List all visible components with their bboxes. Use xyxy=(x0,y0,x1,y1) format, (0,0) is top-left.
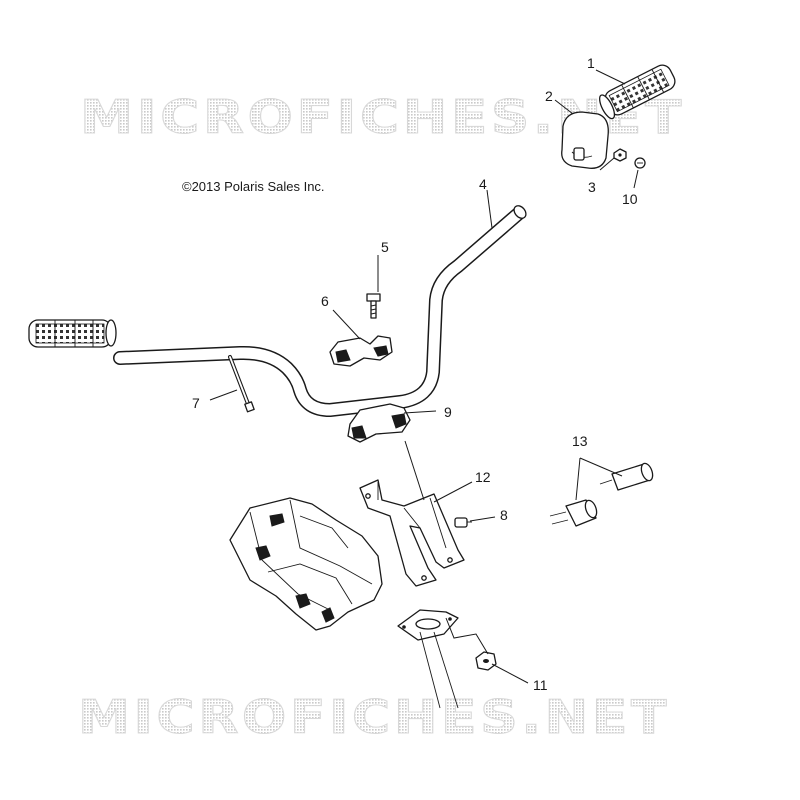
screw-small-icon xyxy=(634,157,646,169)
callout-11: 11 xyxy=(533,677,548,693)
callout-2: 2 xyxy=(545,88,553,104)
callout-3: 3 xyxy=(588,179,596,195)
bolt-icon xyxy=(366,293,381,319)
grip-right-icon xyxy=(598,64,676,120)
column-plate-icon xyxy=(397,609,459,709)
callout-8: 8 xyxy=(500,507,508,523)
bracket-icon xyxy=(359,479,465,587)
screw-icon xyxy=(454,517,472,528)
copyright-text: ©2013 Polaris Sales Inc. xyxy=(182,179,325,194)
callout-4: 4 xyxy=(479,176,487,192)
callout-12: 12 xyxy=(475,469,491,485)
throttle-housing-icon xyxy=(561,111,609,169)
handlebar-icon xyxy=(113,205,527,417)
clamp-upper-icon xyxy=(329,335,393,367)
callout-13: 13 xyxy=(572,433,588,449)
pod-cover-icon xyxy=(229,497,383,631)
leader-lines xyxy=(209,69,639,684)
wire-tie-icon xyxy=(228,355,255,413)
watermark-bottom: MICROFICHES.NET xyxy=(78,690,670,744)
nut-icon xyxy=(475,651,497,671)
callout-7: 7 xyxy=(192,395,200,411)
nut-small-icon xyxy=(613,148,627,162)
callout-9: 9 xyxy=(444,404,452,420)
switch-icon xyxy=(549,499,598,527)
switch-icon-2 xyxy=(599,462,654,491)
clamp-lower-icon xyxy=(347,403,411,443)
callout-6: 6 xyxy=(321,293,329,309)
grip-left-icon xyxy=(28,319,117,348)
callout-1: 1 xyxy=(587,55,595,71)
callout-5: 5 xyxy=(381,239,389,255)
callout-10: 10 xyxy=(622,191,638,207)
